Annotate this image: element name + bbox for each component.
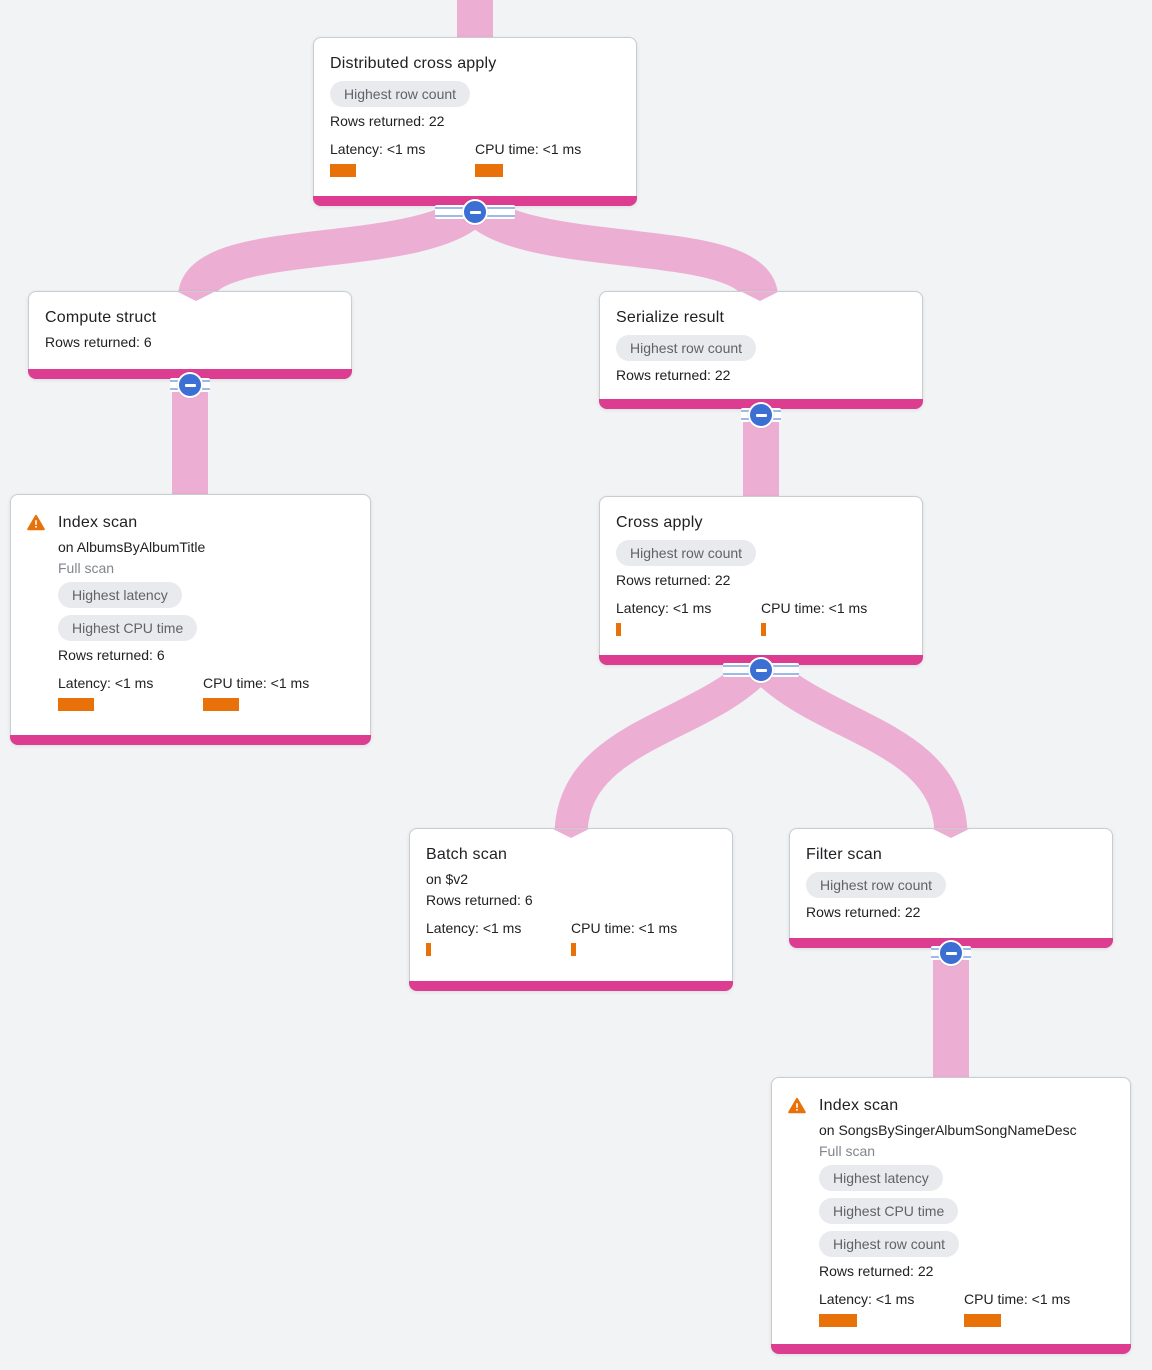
node-accent-bar (10, 735, 371, 745)
badge-highest-row-count: Highest row count (806, 872, 947, 898)
node-title: Cross apply (616, 514, 703, 531)
node-title: Index scan (58, 514, 138, 531)
node-title: Filter scan (806, 846, 882, 863)
rows-returned: Rows returned: 6 (45, 334, 152, 350)
node-subtitle: on AlbumsByAlbumTitle (58, 539, 206, 555)
node-title: Serialize result (616, 309, 725, 326)
node-title: Batch scan (426, 846, 508, 863)
latency-bar (819, 1314, 857, 1327)
badge-highest-row-count: Highest row count (819, 1231, 960, 1257)
cpu-time-label: CPU time: <1 ms (203, 675, 310, 691)
cpu-time-label: CPU time: <1 ms (964, 1291, 1071, 1307)
node-cross-apply[interactable]: Cross apply Highest row count Rows retur… (599, 496, 923, 665)
cpu-time-bar (571, 943, 576, 956)
latency-label: Latency: <1 ms (426, 920, 522, 936)
edge-dca-compute-struct (178, 192, 489, 302)
badge-highest-row-count: Highest row count (616, 540, 757, 566)
latency-bar (616, 623, 621, 636)
edge-cross-apply-batch-scan (554, 652, 774, 837)
node-accent-bar (409, 981, 733, 991)
node-subtitle: on $v2 (426, 871, 469, 887)
minus-icon[interactable] (748, 657, 774, 683)
cpu-time-bar (761, 623, 766, 636)
badge-highest-row-count: Highest row count (330, 81, 471, 107)
rows-returned: Rows returned: 22 (330, 113, 445, 129)
node-index-scan-songs[interactable]: Index scan on SongsBySingerAlbumSongName… (771, 1077, 1131, 1354)
minus-icon[interactable] (177, 372, 203, 398)
latency-bar (58, 698, 94, 711)
badge-highest-latency: Highest latency (58, 582, 182, 608)
latency-label: Latency: <1 ms (330, 141, 426, 157)
node-title: Distributed cross apply (330, 55, 497, 72)
badge-highest-cpu-time: Highest CPU time (58, 615, 198, 641)
badge-highest-row-count: Highest row count (616, 335, 757, 361)
cpu-time-bar (475, 164, 503, 177)
rows-returned: Rows returned: 22 (806, 904, 921, 920)
node-compute-struct[interactable]: Compute struct Rows returned: 6 (28, 291, 352, 379)
rows-returned: Rows returned: 22 (616, 572, 731, 588)
node-title: Index scan (819, 1097, 899, 1114)
latency-label: Latency: <1 ms (616, 600, 712, 616)
badge-highest-cpu-time: Highest CPU time (819, 1198, 959, 1224)
minus-icon[interactable] (748, 402, 774, 428)
rows-returned: Rows returned: 22 (819, 1263, 934, 1279)
rows-returned: Rows returned: 22 (616, 367, 731, 383)
minus-icon[interactable] (938, 940, 964, 966)
node-distributed-cross-apply[interactable]: Distributed cross apply Highest row coun… (313, 37, 637, 206)
node-filter-scan[interactable]: Filter scan Highest row count Rows retur… (789, 828, 1113, 948)
latency-bar (330, 164, 356, 177)
edge-cross-apply-filter-scan (748, 652, 968, 837)
rows-returned: Rows returned: 6 (426, 892, 533, 908)
latency-label: Latency: <1 ms (819, 1291, 915, 1307)
rows-returned: Rows returned: 6 (58, 647, 165, 663)
scan-type: Full scan (819, 1143, 876, 1159)
badge-highest-latency: Highest latency (819, 1165, 943, 1191)
node-serialize-result[interactable]: Serialize result Highest row count Rows … (599, 291, 923, 409)
cpu-time-label: CPU time: <1 ms (571, 920, 678, 936)
cpu-time-bar (964, 1314, 1001, 1327)
node-subtitle: on SongsBySingerAlbumSongNameDesc (819, 1122, 1077, 1138)
minus-icon[interactable] (462, 199, 488, 225)
node-batch-scan[interactable]: Batch scan on $v2 Rows returned: 6 Laten… (409, 828, 733, 991)
scan-type: Full scan (58, 560, 115, 576)
node-accent-bar (771, 1344, 1131, 1354)
cpu-time-bar (203, 698, 239, 711)
node-index-scan-albums[interactable]: Index scan on AlbumsByAlbumTitle Full sc… (10, 494, 371, 745)
latency-label: Latency: <1 ms (58, 675, 154, 691)
latency-bar (426, 943, 431, 956)
warning-icon (27, 514, 45, 531)
edge-dca-serialize-result (461, 192, 778, 302)
cpu-time-label: CPU time: <1 ms (761, 600, 868, 616)
node-title: Compute struct (45, 309, 157, 326)
cpu-time-label: CPU time: <1 ms (475, 141, 582, 157)
warning-icon (788, 1097, 806, 1114)
